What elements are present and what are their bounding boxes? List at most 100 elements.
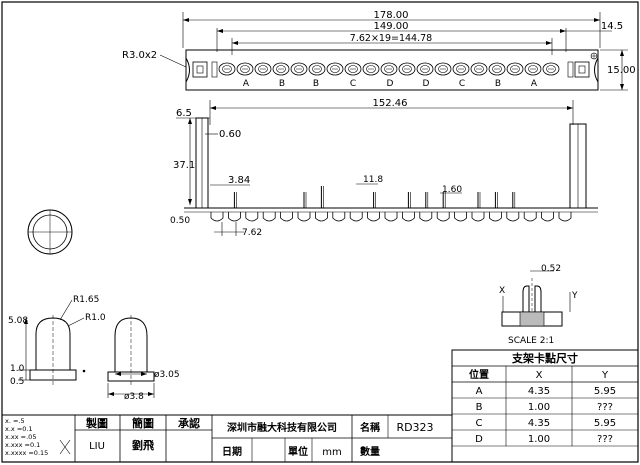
clip-label-y: Y [571,291,578,301]
spec-cell: ??? [597,434,613,445]
pin-pad [470,62,488,76]
pin-letter: A [531,79,538,89]
pin-letter: D [387,79,394,89]
spec-table-header: X [536,370,543,381]
dim-left-offset: 6.5 [176,108,192,119]
pin-pad [488,62,506,76]
dim-right-offset: 14.5 [601,21,623,32]
led-element [523,212,537,222]
led-element [367,192,380,222]
plan-pin-letters: A B B C D D C B A [243,79,538,89]
date-label: 日期 [222,445,242,458]
spec-table: 支架卡點尺寸 位置 X Y A 4.35 5.95 B 1.00 ??? C 4… [451,349,639,463]
pin-pad [434,62,452,76]
pin-letter: B [313,79,319,89]
spec-table-title: 支架卡點尺寸 [511,351,578,365]
led-element [262,212,276,222]
led-element [210,212,224,222]
pin-pad [290,62,308,76]
dim-base: 0.50 [170,216,190,226]
led-element [402,192,415,222]
dim-pitch: 7.62 [242,228,262,238]
spec-table-header: 位置 [469,368,489,381]
led-element [297,192,311,222]
dim-pitch-formula: 7.62×19=144.78 [350,33,432,44]
pin-pad [524,62,542,76]
pin-pad [452,62,470,76]
qty-label: 數量 [360,445,380,458]
pin-pad [254,62,272,76]
pin-pad [416,62,434,76]
name-label: 名稱 [360,421,380,434]
dim-wall: 0.60 [219,129,241,140]
unit-value: mm [322,447,341,458]
led-element [315,186,328,222]
spec-cell: C [476,418,483,429]
pin-pad [236,62,254,76]
spec-cell: 4.35 [528,418,550,429]
spec-cell: 4.35 [528,386,550,397]
head-approved: 承認 [178,416,200,430]
spec-cell: 1.00 [528,434,550,445]
led-element [471,192,485,222]
dim-overall: 152.46 [373,98,408,109]
pin-pad [218,62,236,76]
dim-clip-width: 0.52 [541,264,561,274]
pin-letter: C [459,79,465,89]
pin-pad [326,62,344,76]
tolerance-line: x.xx =.05 [5,433,36,441]
pin-pad [506,62,524,76]
led-element [541,212,554,222]
clip-label-x: X [499,286,505,296]
dim-elev-height: 37.1 [173,160,195,171]
plan-view: 178.00 149.00 14.5 7.62×19=144.78 R3.0x2 [122,10,636,91]
tolerance-line: x.xxxx =0.15 [5,449,48,457]
checker-name: 劉飛 [132,438,154,452]
led-element [558,212,572,222]
pin-pad [380,62,398,76]
tolerance-line: x.x =0.1 [5,425,33,433]
title-block: x. =.5 x.x =0.1 x.xx =.05 x.xxx =0.1 x.x… [1,414,453,463]
dim-body-diameter: ø3.8 [124,392,144,402]
led-element [384,212,398,222]
led-element [280,212,293,222]
tolerance-line: x. =.5 [5,417,25,425]
led-element [349,212,363,222]
head-checked: 簡圖 [132,416,154,430]
elevation-view: 152.46 6.5 0.60 37.1 3.84 11.8 1.60 0.50 [170,98,598,238]
dim-pin-span: 149.00 [374,21,409,32]
dim-dome-radius: R1.65 [73,295,99,305]
led-side-detail: R1.65 R1.0 5.08 1.0 0.5 ø3.05 ø3.8 [8,295,180,402]
led-element [332,212,346,222]
spec-cell: 5.95 [594,418,616,429]
spec-cell: D [475,434,483,445]
pin-pad [542,62,560,76]
pin-letter: C [350,79,356,89]
dim-short-lead: 1.60 [442,185,462,195]
dim-total-width: 178.00 [374,10,409,21]
pin-pad [362,62,380,76]
pin-letter: B [495,79,501,89]
dim-plan-height: 15.00 [607,65,636,76]
spec-table-header: Y [601,370,609,381]
clip-detail: 0.52 X Y SCALE 2:1 [499,264,578,346]
dim-corner-radius: R3.0x2 [122,50,157,61]
pin-letter: B [279,79,285,89]
spec-cell: A [476,386,483,397]
dim-flange-2: 0.5 [10,377,24,387]
head-drawn: 製圖 [85,416,108,430]
spec-cell: 5.95 [594,386,616,397]
spec-cell: ??? [597,402,613,413]
led-element [245,212,259,222]
company-name: 深圳市融大科技有限公司 [227,421,337,434]
led-element [436,192,450,222]
dim-lead-height: 3.84 [228,175,250,186]
dim-tall-lead: 11.8 [363,175,383,185]
elevation-led-row [210,186,572,222]
led-element [454,212,467,222]
dim-led-height: 5.08 [8,316,28,326]
drawer-name: LIU [89,441,105,452]
pin-letter: D [423,79,430,89]
spec-cell: B [476,402,483,413]
